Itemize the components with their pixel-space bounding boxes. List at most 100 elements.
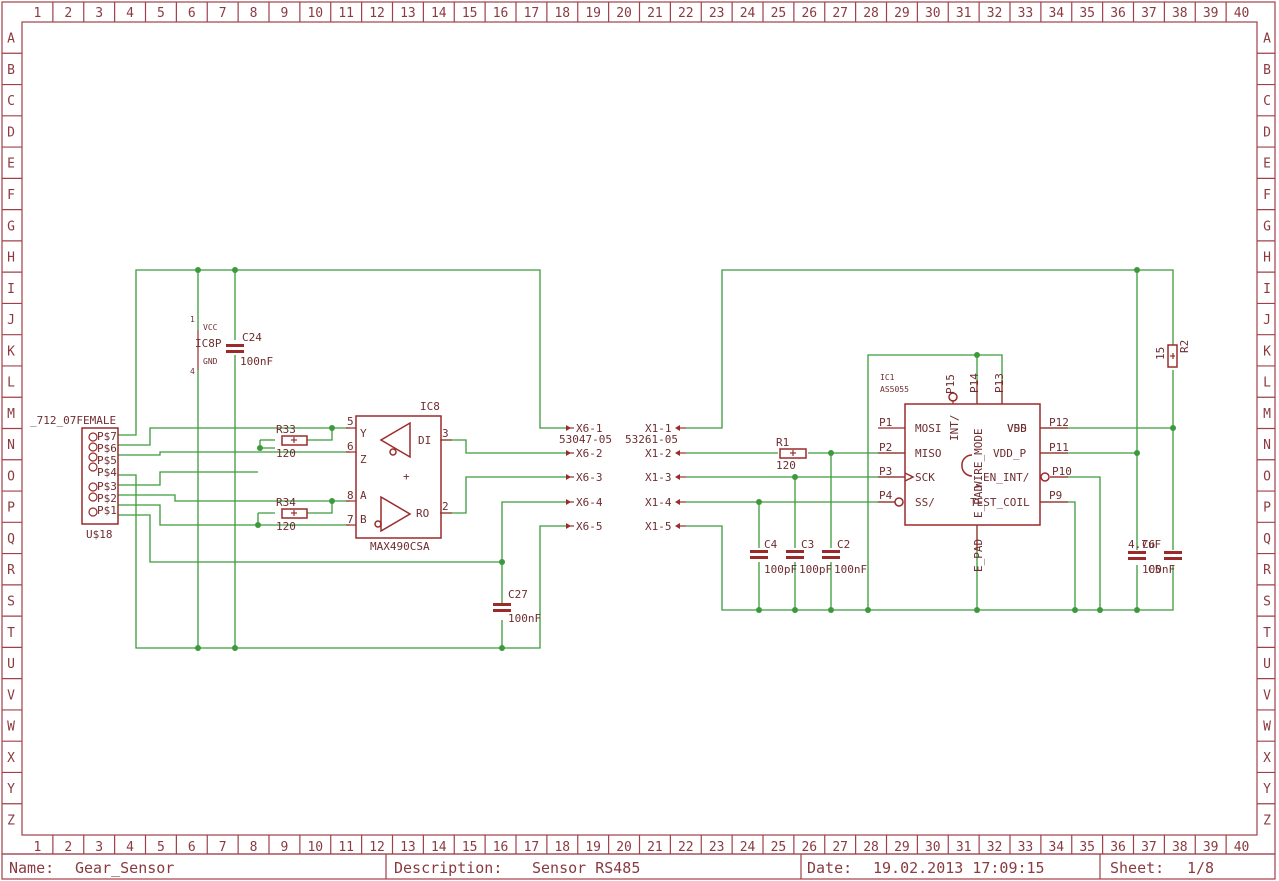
ic1-right-pin-10: P10 — [1052, 465, 1072, 478]
grid-row-label: R — [1263, 563, 1271, 578]
grid-column-label: 11 — [338, 840, 354, 855]
grid-column-label: 15 — [462, 6, 478, 21]
name-value: Gear_Sensor — [75, 859, 174, 877]
grid-column-label: 13 — [400, 6, 416, 21]
grid-column-label: 20 — [616, 6, 632, 21]
c4-value: 100pF — [764, 563, 797, 576]
r34-value: 120 — [276, 520, 296, 533]
grid-row-label: T — [7, 626, 15, 641]
grid-row-label: N — [1263, 438, 1271, 453]
grid-column-label: 13 — [400, 840, 416, 855]
capacitor-c27: C27 100nF — [493, 588, 541, 625]
grid-column-label: 27 — [832, 6, 848, 21]
resistor-r1: R1 120 — [776, 436, 807, 472]
grid-column-label: 17 — [524, 840, 540, 855]
grid-row-label: Z — [1263, 813, 1271, 828]
grid-row-label: K — [1263, 344, 1271, 359]
grid-row-label: X — [7, 751, 15, 766]
x6-pin-5: X6-5 — [576, 520, 603, 533]
ic1-name: IC1 — [880, 373, 895, 382]
pin-label: P$4 — [97, 466, 117, 479]
ic1-right-pin-11: P11 — [1049, 441, 1069, 454]
grid-column-label: 9 — [281, 6, 289, 21]
grid-row-label: I — [7, 282, 15, 297]
grid-column-label: 4 — [126, 840, 134, 855]
ic1-top-pin-15: P15 — [944, 374, 957, 394]
pin-label: P$1 — [97, 504, 117, 517]
grid-column-label: 34 — [1048, 6, 1064, 21]
grid-row-label: G — [7, 219, 15, 234]
connector-x1: X1-1 X1-2 X1-3 X1-4 X1-5 53261-05 — [625, 422, 686, 533]
x6-value: 53047-05 — [559, 433, 612, 446]
grid-column-label: 18 — [554, 840, 570, 855]
ic8-name: IC8 — [420, 400, 440, 413]
description-label: Description: — [394, 859, 502, 877]
supply-name: IC8P — [195, 337, 222, 350]
ic8-num3: 3 — [442, 427, 449, 440]
sheet-value: 1/8 — [1187, 859, 1214, 877]
ic8-value: MAX490CSA — [370, 540, 430, 553]
grid-column-label: 31 — [956, 840, 972, 855]
c4-name: C4 — [764, 538, 778, 551]
grid-column-label: 19 — [585, 840, 601, 855]
grid-column-label: 30 — [925, 6, 941, 21]
c3-value: 100pF — [799, 563, 832, 576]
grid-row-label: H — [1263, 251, 1271, 266]
grid-column-label: 12 — [369, 6, 385, 21]
ic1-right-pin-12: P12 — [1049, 416, 1069, 429]
ic8-pin-a: A — [360, 489, 367, 502]
grid-row-label: J — [1263, 313, 1271, 328]
grid-column-label: 19 — [585, 6, 601, 21]
ic8-pin-ro: RO — [416, 507, 429, 520]
c5-name: C5 — [1148, 563, 1161, 576]
grid-column-label: 32 — [987, 6, 1003, 21]
grid-column-label: 5 — [157, 840, 165, 855]
x6-pin-4: X6-4 — [576, 496, 603, 509]
ic8-num5: 5 — [347, 415, 354, 428]
grid-row-label: C — [7, 94, 15, 109]
capacitor-c2: C2 100nF — [822, 538, 867, 576]
x1-pin-2: X1-2 — [645, 447, 672, 460]
pin-label: P$6 — [97, 442, 117, 455]
grid-column-label: 35 — [1079, 6, 1095, 21]
c2-value: 100nF — [834, 563, 867, 576]
grid-column-label: 25 — [771, 840, 787, 855]
grid-row-label: N — [7, 438, 15, 453]
grid-column-label: 36 — [1110, 840, 1126, 855]
grid-row-label: W — [7, 720, 15, 735]
grid-column-label: 39 — [1203, 840, 1219, 855]
ic8-num7: 7 — [347, 513, 354, 526]
grid-row-label: M — [1263, 407, 1271, 422]
ic1-left-pin-2: P2 — [879, 441, 892, 454]
x1-pin-3: X1-3 — [645, 471, 672, 484]
sheet-label: Sheet: — [1110, 859, 1164, 877]
x1-pin-4: X1-4 — [645, 496, 672, 509]
grid-column-label: 21 — [647, 6, 663, 21]
r33-value: 120 — [276, 447, 296, 460]
grid-row-label: A — [1263, 32, 1271, 47]
grid-row-label: Z — [7, 813, 15, 828]
connector-name: U$18 — [86, 528, 113, 541]
grid-row-label: X — [1263, 751, 1271, 766]
grid-column-label: 16 — [493, 6, 509, 21]
grid-row-label: W — [1263, 720, 1271, 735]
grid-column-label: 34 — [1048, 840, 1064, 855]
grid-column-label: 33 — [1018, 840, 1034, 855]
grid-row-label: D — [1263, 125, 1271, 140]
ic8-max490: + 5 Y 6 Z 8 A 7 B DI 3 RO 2 IC8 MAX490CS… — [346, 400, 452, 553]
grid-row-label: Q — [1263, 532, 1271, 547]
nets — [118, 269, 1174, 649]
date-label: Date: — [807, 859, 852, 877]
grid-column-label: 26 — [801, 6, 817, 21]
x6-pin-2: X6-2 — [576, 447, 603, 460]
x1-value: 53261-05 — [625, 433, 678, 446]
ic1-value: AS5055 — [880, 385, 909, 394]
ic1-label-vdd-p: VDD_P — [993, 447, 1026, 460]
resistor-r2: R2 15 — [1154, 340, 1191, 368]
grid-column-label: 23 — [709, 6, 725, 21]
grid-column-label: 38 — [1172, 6, 1188, 21]
grid-row-label: I — [1263, 282, 1271, 297]
grid-row-label: B — [7, 63, 15, 78]
